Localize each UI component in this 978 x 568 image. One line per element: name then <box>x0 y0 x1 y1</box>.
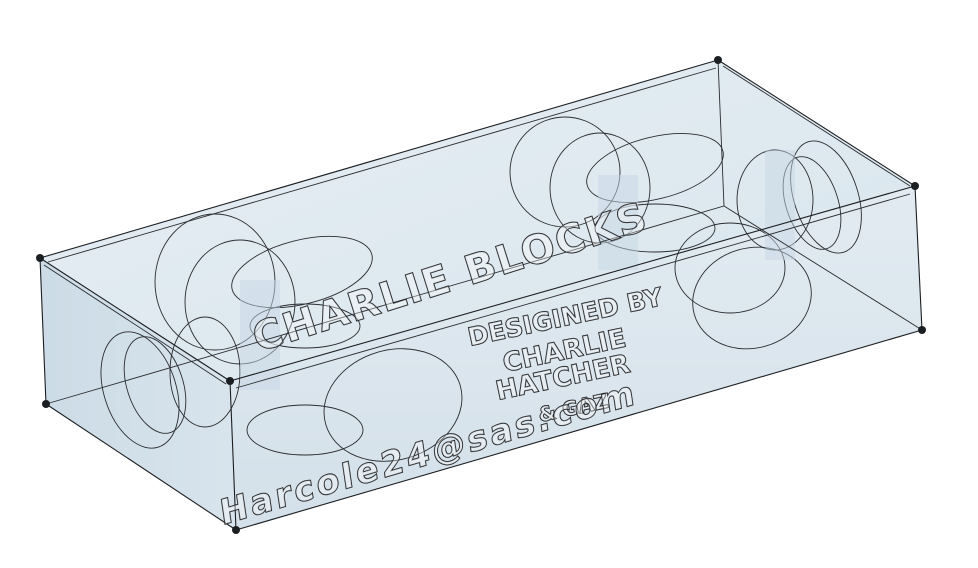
left-end-face <box>40 258 236 530</box>
front-face <box>230 186 922 530</box>
top-bore-right <box>586 133 724 203</box>
front-bore-right <box>692 246 812 350</box>
front-bore-left <box>323 348 463 462</box>
end-bore-left <box>100 331 180 449</box>
end-bore-right <box>790 140 862 254</box>
vertex-markers <box>36 56 926 534</box>
top-bore-left <box>231 235 373 309</box>
bores <box>100 116 862 462</box>
block-body <box>40 60 922 530</box>
